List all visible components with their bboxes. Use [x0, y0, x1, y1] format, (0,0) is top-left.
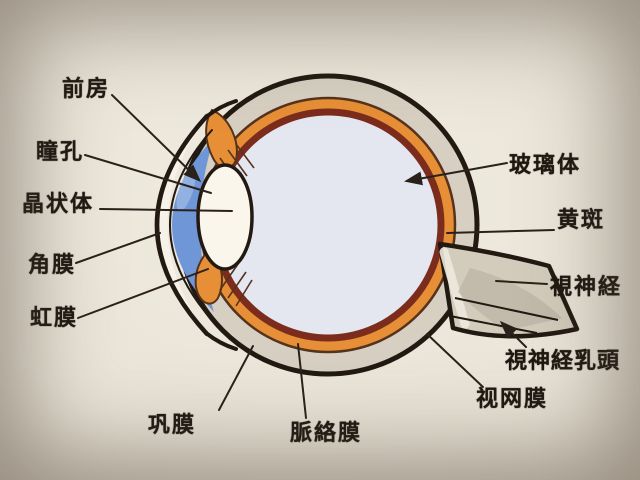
leader-macula [446, 229, 555, 234]
optic-nerve-pale-band [439, 247, 470, 329]
label-sclera: 巩膜 [148, 413, 197, 438]
leader-optic-disc [499, 320, 527, 348]
label-vitreous: 玻璃体 [509, 153, 582, 178]
cornea-inner-outline [169, 129, 213, 321]
label-anterior-chamber: 前房 [62, 77, 111, 102]
lens-shape [196, 163, 254, 271]
leader-optic-nerve [495, 280, 548, 285]
leader-cornea [75, 232, 161, 264]
label-lens: 晶状体 [22, 192, 95, 217]
label-optic-nerve: 視神経 [550, 275, 623, 300]
limbus-junction-top [204, 99, 238, 119]
leader-choroid [297, 343, 307, 419]
leader-lens [99, 208, 233, 212]
label-retina: 视网膜 [476, 387, 549, 412]
label-cornea: 角膜 [28, 253, 77, 278]
leader-sclera [218, 345, 254, 411]
label-choroid: 脈絡膜 [290, 421, 363, 446]
label-optic-disc: 視神経乳頭 [505, 349, 621, 374]
leader-anterior-chamber [111, 94, 202, 183]
label-pupil: 瞳孔 [36, 140, 85, 165]
leader-retina [426, 333, 484, 388]
leader-iris [77, 268, 209, 319]
label-macula: 黄斑 [557, 208, 606, 233]
optic-nerve-fiber-line [449, 315, 538, 334]
leader-vitreous [404, 162, 508, 186]
label-iris: 虹膜 [30, 306, 79, 331]
cornea-outer-outline [154, 113, 210, 337]
optic-nerve-fiber-line [454, 297, 559, 321]
limbus-junction-bottom [204, 331, 238, 351]
leader-pupil [84, 154, 212, 194]
